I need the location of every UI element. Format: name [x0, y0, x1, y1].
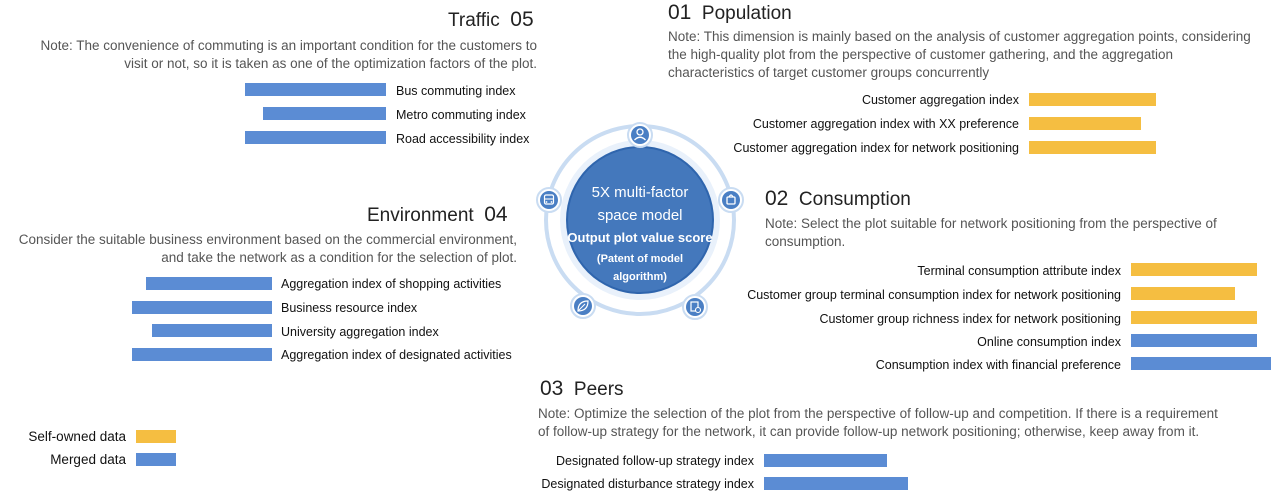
- consumption-bar-4: [1131, 357, 1271, 370]
- consumption-bar-3: [1131, 334, 1257, 347]
- leaf-icon: [570, 293, 596, 319]
- traffic-title: Traffic 05: [448, 8, 534, 32]
- bus-icon: [536, 187, 562, 213]
- consumption-bar-0: [1131, 263, 1257, 276]
- legend-merged-swatch: [136, 453, 176, 466]
- traffic-number: 05: [510, 8, 534, 31]
- traffic-note-line: visit or not, so it is taken as one of t…: [124, 56, 537, 71]
- environment-name: Environment: [367, 205, 474, 226]
- legend-self-owned-swatch: [136, 430, 176, 443]
- peers-label-0: Designated follow-up strategy index: [555, 454, 754, 468]
- consumption-note-line: consumption.: [765, 234, 846, 249]
- environment-note: Consider the suitable business environme…: [0, 231, 517, 267]
- environment-label-1: Business resource index: [281, 301, 418, 315]
- center-model-diagram: 5X multi-factor space model Output plot …: [536, 122, 744, 320]
- traffic-label-0: Bus commuting index: [396, 84, 516, 98]
- bag-icon: [718, 187, 744, 213]
- environment-label-3: Aggregation index of designated activiti…: [281, 348, 512, 362]
- environment-label-2: University aggregation index: [281, 325, 439, 339]
- core-circle: [568, 148, 712, 292]
- consumption-label-1: Customer group terminal consumption inde…: [747, 288, 1121, 302]
- environment-note-line: Consider the suitable business environme…: [18, 232, 517, 247]
- peers-bar-1: [764, 477, 908, 490]
- traffic-label-1: Metro commuting index: [396, 108, 526, 122]
- environment-bar-3: [132, 348, 272, 361]
- traffic-note-line: Note: The convenience of commuting is an…: [40, 38, 537, 53]
- peers-name: Peers: [573, 379, 624, 400]
- peers-bar-0: [764, 454, 887, 467]
- peers-number: 03: [540, 377, 564, 400]
- environment-number: 04: [484, 203, 508, 226]
- population-bar-2: [1029, 141, 1156, 154]
- environment-label-0: Aggregation index of shopping activities: [281, 277, 502, 291]
- consumption-label-2: Customer group richness index for networ…: [819, 312, 1121, 326]
- population-note-line: characteristics of target customer group…: [668, 65, 990, 80]
- consumption-note: Note: Select the plot suitable for netwo…: [765, 215, 1265, 251]
- traffic-bar-1: [263, 107, 386, 120]
- consumption-title: 02 Consumption: [765, 187, 911, 211]
- center-line2: space model: [597, 207, 682, 224]
- population-number: 01: [668, 1, 692, 24]
- consumption-label-0: Terminal consumption attribute index: [917, 264, 1121, 278]
- peers-title: 03 Peers: [540, 377, 624, 401]
- consumption-name: Consumption: [798, 189, 911, 210]
- consumption-note-line: Note: Select the plot suitable for netwo…: [765, 216, 1217, 231]
- traffic-note: Note: The convenience of commuting is an…: [20, 37, 537, 73]
- peers-note-line: Note: Optimize the selection of the plot…: [538, 406, 1218, 421]
- peers-label-1: Designated disturbance strategy index: [541, 477, 754, 491]
- center-line4: (Patent of model: [597, 253, 683, 265]
- consumption-bar-1: [1131, 287, 1235, 300]
- document-icon: [682, 294, 708, 320]
- person-icon: [627, 122, 653, 148]
- center-line1: 5X multi-factor: [592, 184, 689, 201]
- population-note: Note: This dimension is mainly based on …: [668, 28, 1278, 82]
- center-line5: algorithm): [613, 271, 667, 283]
- consumption-number: 02: [765, 187, 789, 210]
- consumption-bar-2: [1131, 311, 1257, 324]
- consumption-label-3: Online consumption index: [977, 335, 1121, 349]
- population-note-line: Note: This dimension is mainly based on …: [668, 29, 1251, 44]
- population-bar-0: [1029, 93, 1156, 106]
- center-line3: Output plot value score: [567, 230, 712, 245]
- environment-bar-2: [152, 324, 272, 337]
- traffic-name: Traffic: [448, 10, 500, 31]
- environment-title: Environment 04: [367, 203, 508, 227]
- traffic-label-2: Road accessibility index: [396, 132, 530, 146]
- traffic-bar-2: [245, 131, 386, 144]
- population-title: 01 Population: [668, 1, 792, 25]
- environment-note-line: and take the network as a condition for …: [161, 250, 517, 265]
- population-label-1: Customer aggregation index with XX prefe…: [752, 117, 1019, 131]
- population-label-0: Customer aggregation index: [861, 93, 1019, 107]
- consumption-label-4: Consumption index with financial prefere…: [875, 358, 1121, 372]
- legend-merged-label: Merged data: [50, 452, 126, 467]
- peers-note-line: of follow-up strategy for the network, i…: [538, 424, 1200, 439]
- population-bar-1: [1029, 117, 1141, 130]
- legend-self-owned-label: Self-owned data: [28, 429, 126, 444]
- environment-bar-1: [132, 301, 272, 314]
- population-name: Population: [701, 3, 792, 24]
- traffic-bar-0: [245, 83, 386, 96]
- population-label-2: Customer aggregation index for network p…: [733, 141, 1019, 155]
- environment-bar-0: [146, 277, 272, 290]
- population-note-line: the high-quality plot from the perspecti…: [668, 47, 1174, 62]
- peers-note: Note: Optimize the selection of the plot…: [538, 405, 1273, 441]
